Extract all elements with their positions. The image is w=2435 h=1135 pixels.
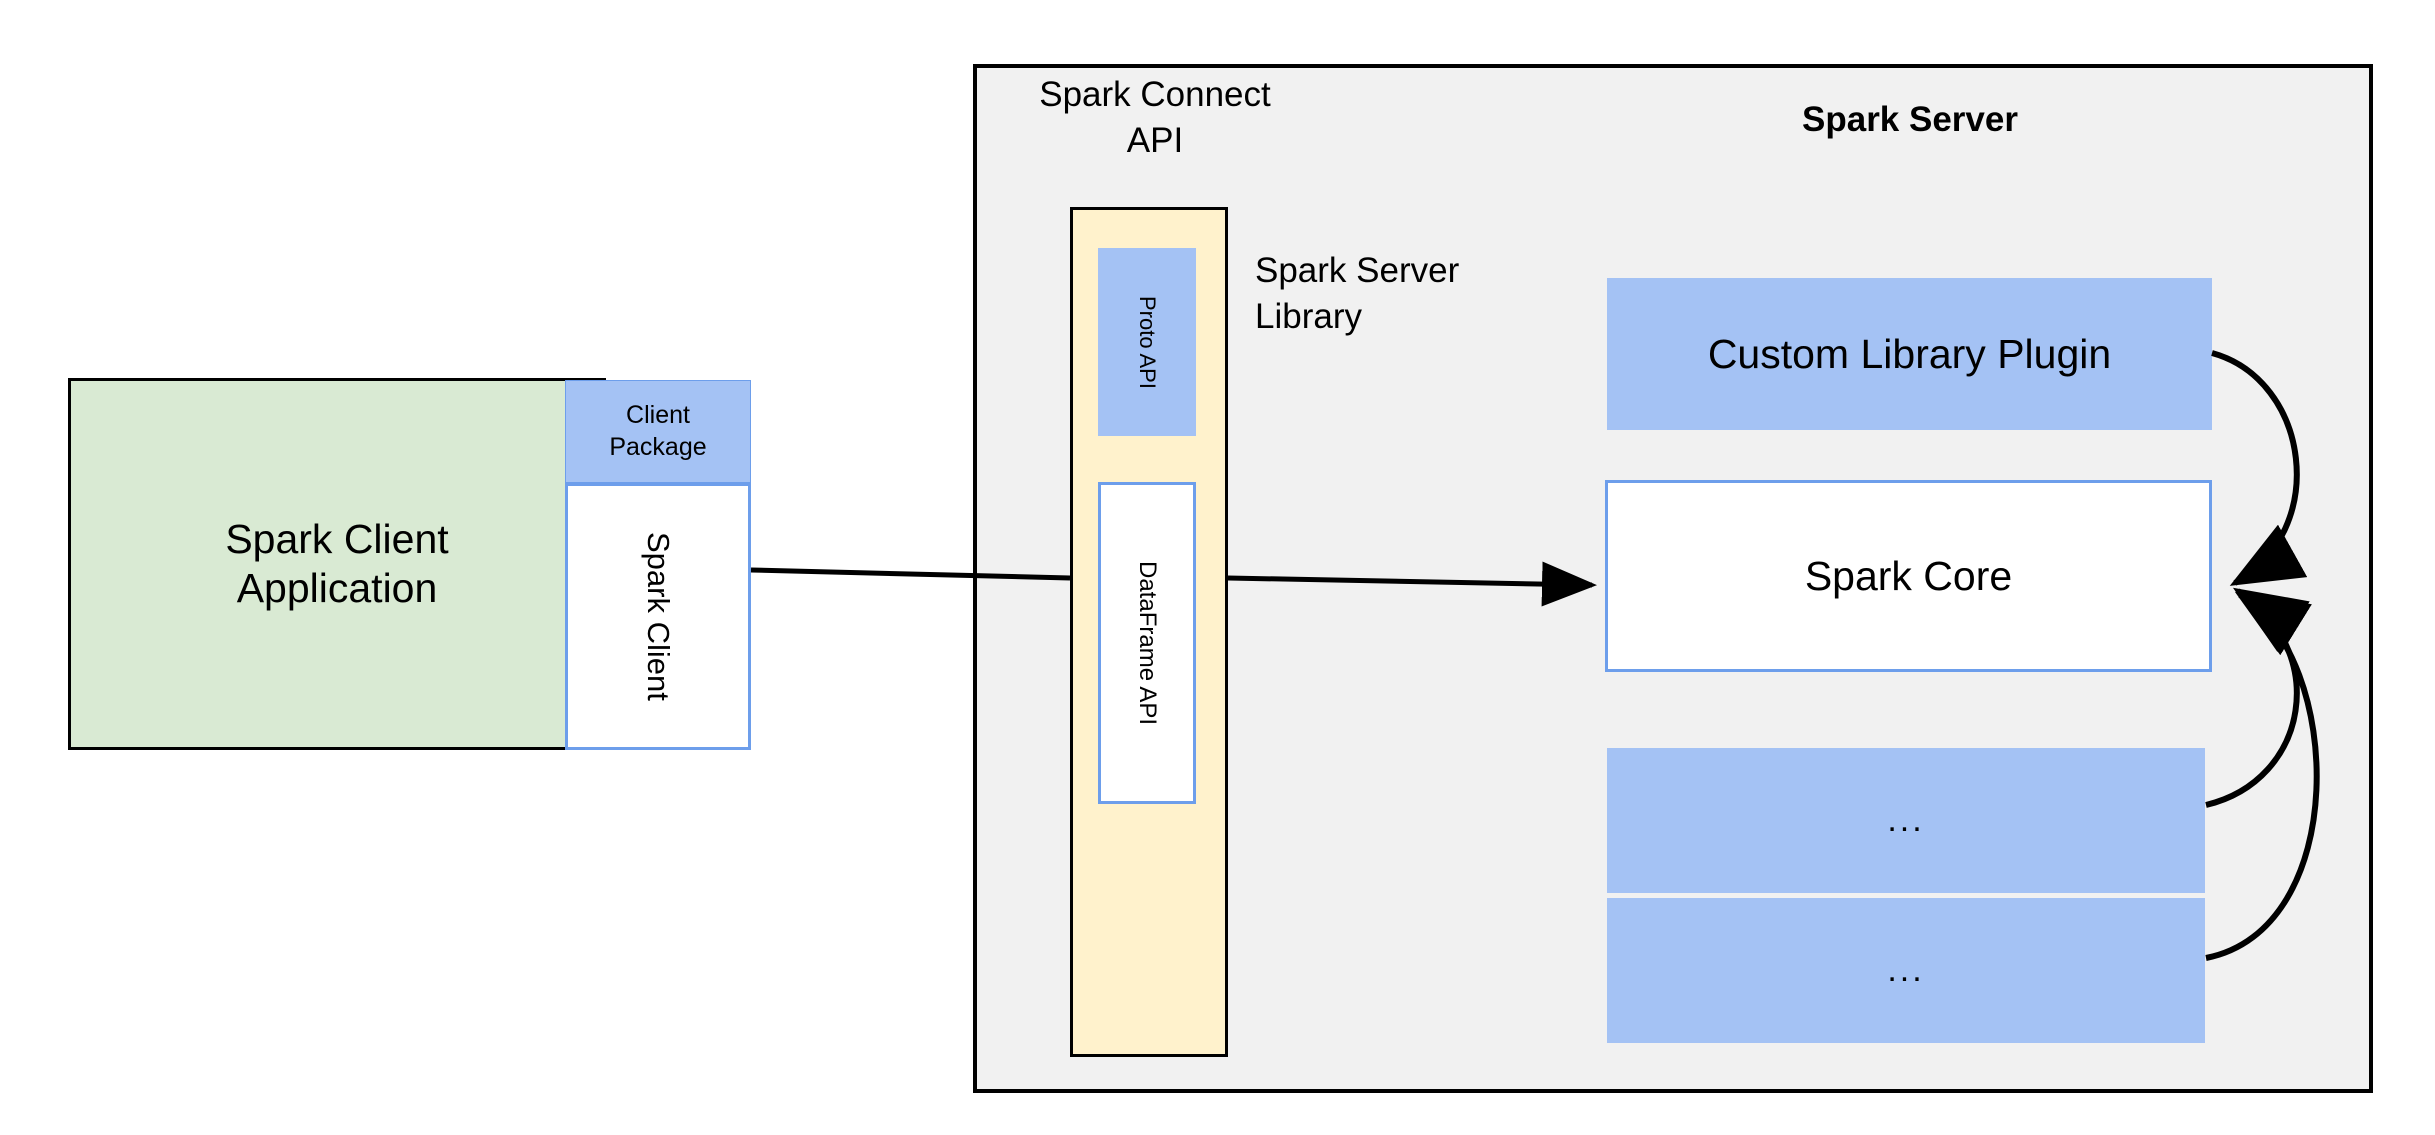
- custom-library-plugin-label: Custom Library Plugin: [1707, 330, 2112, 377]
- spark-server-library-label: Spark Server Library: [1255, 251, 1460, 336]
- spark-server-title: Spark Server: [1802, 100, 2018, 139]
- dataframe-api-label: DataFrame API: [1134, 560, 1161, 726]
- proto-api-label: Proto API: [1135, 295, 1160, 389]
- spark-client-application-label: Spark Client Application: [225, 515, 449, 611]
- spark-core-box[interactable]: Spark Core: [1605, 480, 2212, 672]
- dataframe-api-box[interactable]: DataFrame API: [1098, 482, 1196, 804]
- spark-client-box[interactable]: Spark Client: [565, 483, 751, 750]
- spark-client-label: Spark Client: [641, 532, 676, 701]
- placeholder-module-label-2: ...: [1887, 951, 1925, 989]
- spark-client-application-box[interactable]: Spark Client Application: [68, 378, 606, 750]
- placeholder-module-label-1: ...: [1887, 801, 1925, 839]
- custom-library-plugin-box[interactable]: Custom Library Plugin: [1607, 278, 2212, 430]
- spark-core-label: Spark Core: [1804, 552, 2013, 599]
- client-package-box[interactable]: Client Package: [565, 380, 751, 483]
- proto-api-box[interactable]: Proto API: [1098, 248, 1196, 436]
- placeholder-module-box-2[interactable]: ...: [1607, 898, 2205, 1043]
- client-package-label: Client Package: [609, 401, 707, 461]
- placeholder-module-box-1[interactable]: ...: [1607, 748, 2205, 893]
- spark-connect-api-label: Spark Connect API: [1039, 75, 1271, 160]
